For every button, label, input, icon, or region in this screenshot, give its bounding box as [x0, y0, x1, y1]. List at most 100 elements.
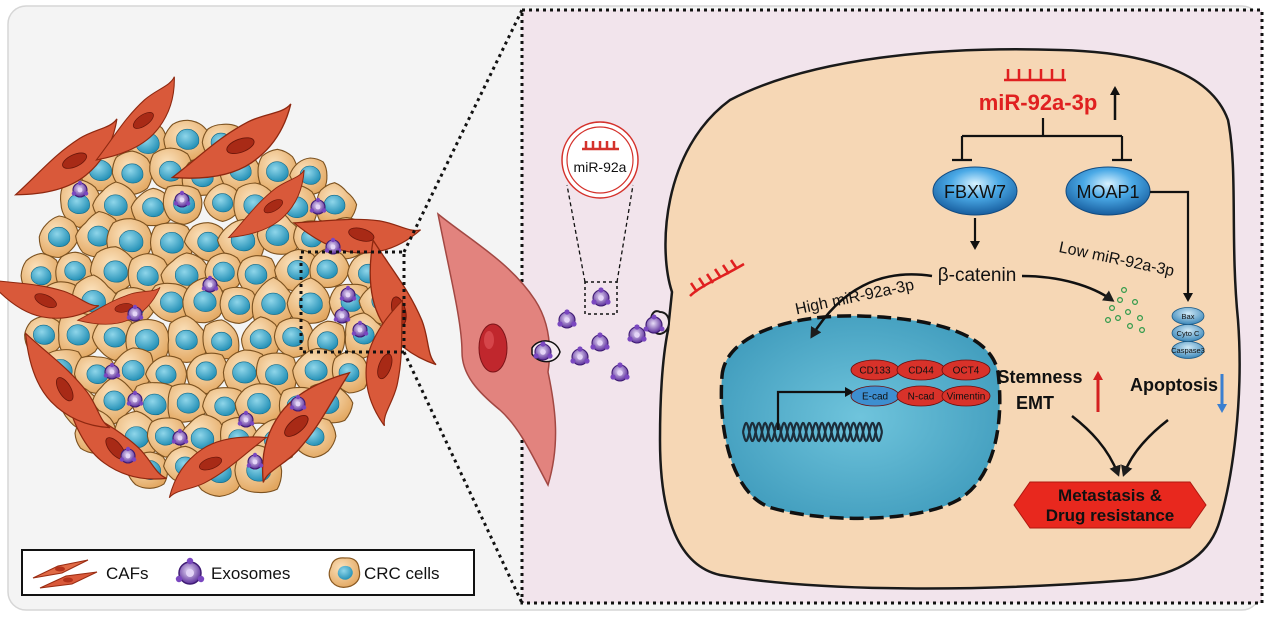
mirna-bubble-label: miR-92a	[574, 159, 627, 175]
exosome	[333, 306, 351, 324]
bubble-line-left	[566, 184, 586, 283]
crc-cell-legend-icon	[328, 557, 361, 588]
svg-text:OCT4: OCT4	[953, 366, 980, 377]
caf	[24, 331, 111, 429]
caf	[95, 76, 175, 161]
exosome-zoom-box	[584, 281, 618, 315]
exosome	[590, 332, 610, 352]
svg-text:Vimentin: Vimentin	[947, 392, 986, 403]
svg-text:CD133: CD133	[859, 366, 891, 377]
legend: CAFs Exosomes CRC cells	[21, 549, 475, 596]
caf	[227, 169, 305, 239]
caf-legend-icon	[32, 559, 98, 589]
svg-text:Cyto C: Cyto C	[1177, 329, 1201, 338]
exosome	[71, 180, 89, 198]
crc-cell	[240, 316, 281, 361]
exosome	[119, 446, 137, 464]
mirna-inhibition-lines	[952, 118, 1132, 162]
apoptosis-protein: Caspase3	[1171, 341, 1205, 359]
legend-cafs-label: CAFs	[106, 564, 149, 583]
metastasis-line1: Metastasis &	[1058, 486, 1162, 505]
exosome	[627, 324, 647, 344]
fbxw7-node: FBXW7	[932, 166, 1018, 216]
apoptosis-protein: Bax	[1171, 307, 1205, 325]
exosome	[126, 304, 144, 322]
beta-catenin-label: β-catenin	[938, 265, 1017, 286]
cytoplasmic-mirna-icon	[689, 259, 745, 297]
crc-cell	[186, 352, 229, 395]
metastasis-outcome-box: Metastasis & Drug resistance	[1013, 481, 1207, 529]
moap1-node: MOAP1	[1065, 166, 1151, 216]
svg-text:CD44: CD44	[908, 366, 934, 377]
exosome	[557, 309, 577, 329]
stemness-label: Stemness	[997, 367, 1082, 387]
degraded-catenin-dots	[1104, 287, 1145, 334]
dna-helix	[741, 421, 884, 443]
svg-text:E-cad: E-cad	[862, 392, 888, 403]
exosome	[246, 452, 264, 470]
caf	[0, 278, 100, 319]
legend-exosomes-label: Exosomes	[211, 564, 290, 583]
exosome	[339, 285, 357, 303]
emt-marker-pill: Vimentin	[941, 385, 991, 407]
crc-cell	[202, 319, 240, 360]
caf	[170, 103, 292, 179]
crc-cell	[146, 417, 188, 458]
stemness-marker-pill: OCT4	[941, 359, 991, 381]
nucleus	[719, 314, 1002, 521]
moap1-to-proteins-arrow	[1150, 190, 1193, 302]
exosome	[173, 190, 191, 208]
zoom-line-top	[402, 9, 524, 253]
svg-text:Caspase3: Caspase3	[1171, 346, 1205, 355]
zoom-line-bottom	[402, 351, 524, 604]
exosome	[126, 390, 144, 408]
crc-cell	[251, 276, 297, 329]
stemness-marker-pill: CD44	[896, 359, 946, 381]
exosome	[351, 320, 369, 338]
svg-text:N-cad: N-cad	[908, 392, 935, 403]
exosome	[533, 341, 553, 361]
transcription-arrow	[776, 387, 854, 430]
high-mirna-arrow	[810, 273, 933, 339]
crc-cell	[286, 277, 331, 324]
low-mirna-arrow	[1021, 274, 1115, 302]
moap1-label: MOAP1	[1076, 182, 1139, 202]
legend-crc-cells-label: CRC cells	[364, 564, 440, 583]
stemness-marker-pill: CD133	[850, 359, 900, 381]
svg-text:Bax: Bax	[1182, 312, 1195, 321]
caf	[76, 286, 161, 325]
apoptosis-to-outcome-arrow	[1121, 419, 1169, 477]
emt-label: EMT	[1016, 393, 1054, 413]
crc-cell	[38, 215, 80, 259]
metastasis-line2: Drug resistance	[1046, 506, 1175, 525]
exosome	[289, 394, 307, 412]
exosome	[103, 362, 121, 380]
crc-cell	[183, 222, 228, 262]
tumor-cluster	[0, 76, 437, 499]
exosome	[171, 428, 189, 446]
bubble-line-right	[616, 184, 634, 283]
caf	[13, 118, 118, 196]
mirna-label: miR-92a-3p	[979, 90, 1098, 115]
crc-cell	[203, 182, 241, 222]
crc-cell	[316, 182, 358, 224]
crc-cell	[146, 282, 192, 323]
exosome	[591, 287, 611, 307]
crc-cell	[219, 286, 258, 324]
fbxw7-label: FBXW7	[944, 182, 1006, 202]
exosome-legend-icon	[175, 557, 205, 585]
caf	[168, 436, 268, 499]
crc-cell	[273, 317, 315, 359]
zoom-selection-box	[299, 250, 406, 354]
apoptosis-label: Apoptosis	[1130, 375, 1218, 395]
exosome	[237, 410, 255, 428]
apoptosis-protein: Cyto C	[1171, 324, 1205, 342]
mirna-header-icon	[1004, 69, 1066, 82]
uptaken-exosome	[643, 314, 665, 334]
exosome	[201, 275, 219, 293]
exosome	[610, 362, 630, 382]
caf	[261, 371, 351, 483]
